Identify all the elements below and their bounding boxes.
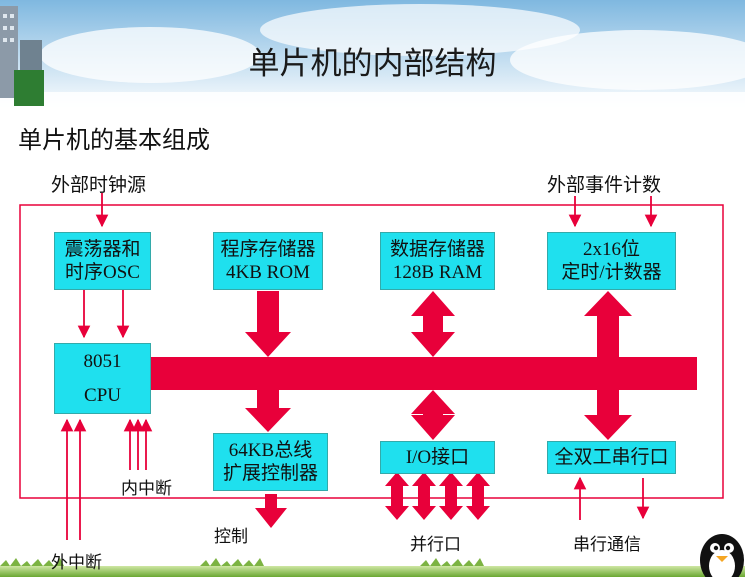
osc-block-line1: 震荡器和 (64, 238, 141, 260)
timer-bus-arrow (584, 291, 632, 357)
rom-to-bus-arrow (245, 291, 291, 357)
serial-bus-arrow (584, 390, 632, 440)
ram-block-line1: 数据存储器 (389, 238, 485, 260)
timer-block-line2: 定时/计数器 (561, 262, 662, 283)
ram-block-line2: 128B RAM (392, 262, 483, 283)
bus-ctrl-block: 64KB总线 扩展控制器 (213, 433, 328, 491)
signal-lines (60, 193, 658, 540)
control-output-arrow (255, 494, 287, 528)
cpu-block: 8051 CPU (54, 343, 151, 414)
io-bus-arrow (411, 390, 455, 440)
ram-bus-arrow (411, 291, 455, 357)
cpu-block-line2: CPU (84, 384, 121, 406)
serial-comm-label: 串行通信 (573, 535, 641, 555)
ext-interrupt-label: 外中断 (51, 553, 102, 573)
penguin-icon (700, 534, 744, 577)
page-title: 单片机的内部结构 (248, 46, 497, 82)
serial-block: 全双工串行口 (547, 441, 676, 474)
ext-event-label: 外部事件计数 (547, 174, 662, 196)
rom-block: 程序存储器 4KB ROM (213, 232, 323, 290)
page-subtitle: 单片机的基本组成 (18, 126, 210, 154)
ram-block: 数据存储器 128B RAM (380, 232, 495, 290)
io-block: I/O接口 (380, 441, 495, 474)
parallel-port-arrows (385, 472, 490, 520)
osc-block: 震荡器和 时序OSC (54, 232, 151, 290)
chip-boundary (19, 204, 724, 499)
timer-block: 2x16位 定时/计数器 (547, 232, 676, 290)
bus-ctrl-block-line1: 64KB总线 (228, 439, 313, 461)
grass-banner (0, 558, 745, 577)
bus-ctrl-block-line2: 扩展控制器 (222, 463, 318, 484)
int-interrupt-label: 内中断 (121, 479, 172, 499)
rom-block-line2: 4KB ROM (226, 262, 310, 283)
control-label: 控制 (214, 527, 248, 547)
internal-bus (150, 357, 697, 390)
top-banner (0, 0, 745, 112)
osc-block-line2: 时序OSC (65, 262, 140, 283)
parallel-port-label: 并行口 (410, 535, 461, 555)
cpu-block-line1: 8051 (83, 351, 122, 373)
timer-block-line1: 2x16位 (582, 238, 640, 260)
io-block-line1: I/O接口 (405, 446, 470, 468)
rom-block-line1: 程序存储器 (220, 238, 316, 260)
serial-block-line1: 全双工串行口 (554, 446, 669, 468)
ext-clock-label: 外部时钟源 (51, 174, 147, 196)
buildings-icon (0, 6, 44, 106)
bus-to-ext-ctrl-arrow (245, 390, 291, 432)
